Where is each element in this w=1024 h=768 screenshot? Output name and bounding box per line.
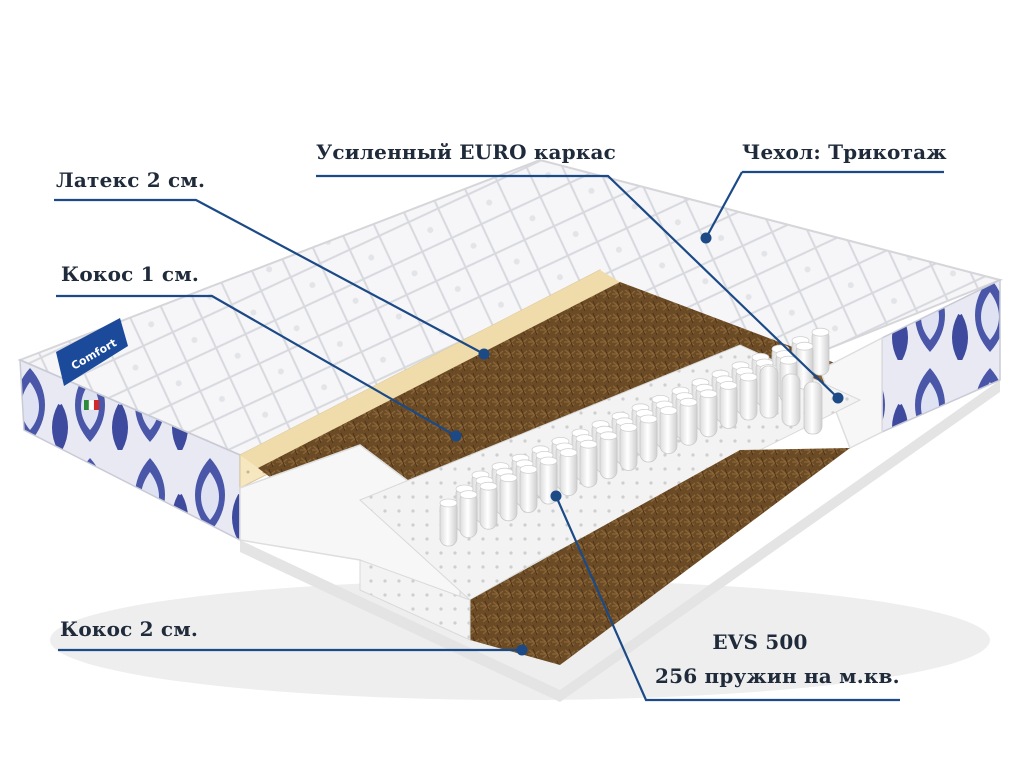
spring [739,372,758,421]
spring [479,481,498,530]
coconut-bottom-layer [470,448,850,665]
spring [759,365,779,419]
spring [811,327,830,376]
latex-edge [240,270,620,468]
leader-cover [705,170,944,239]
label-spring-density: 256 пружин на м.кв. [655,664,900,688]
spring [559,448,578,497]
label-cover: Чехол: Трикотаж [742,140,947,164]
label-latex: Латекс 2 см. [56,168,206,192]
label-spring-block: EVS 500 [712,630,808,654]
spring [439,498,458,547]
spring [803,381,823,435]
spring [619,422,638,471]
spring [659,406,678,455]
spring [599,431,618,480]
leader-dots [450,232,844,656]
spring [719,380,738,429]
leader-coconut-top [56,294,457,437]
dot-evs [550,490,562,502]
leader-euro [316,174,839,399]
spring [781,373,801,427]
label-coconut-bottom: Кокос 2 см. [60,617,199,641]
dot-cover [700,232,712,244]
spring [499,473,518,522]
dot-coconut-top [450,430,462,442]
coconut-top-layer [258,282,880,500]
dot-coconut-bottom [516,644,528,656]
label-reinforced-frame: Усиленный EURO каркас [316,140,617,164]
dot-euro [832,392,844,404]
spring [519,464,538,513]
spring [679,397,698,446]
pocket-springs [439,327,830,547]
spring [459,490,478,539]
dot-latex [478,348,490,360]
spring [579,439,598,488]
leader-latex [54,198,485,355]
leader-evs [554,495,900,702]
foam-frame-right [819,336,883,450]
italian-flag-icon [84,399,99,411]
spring [699,389,718,438]
label-coconut-top: Кокос 1 см. [61,262,200,286]
perforated-bottom-edge [359,559,471,641]
spring [639,414,658,463]
leader-lines [54,170,944,702]
